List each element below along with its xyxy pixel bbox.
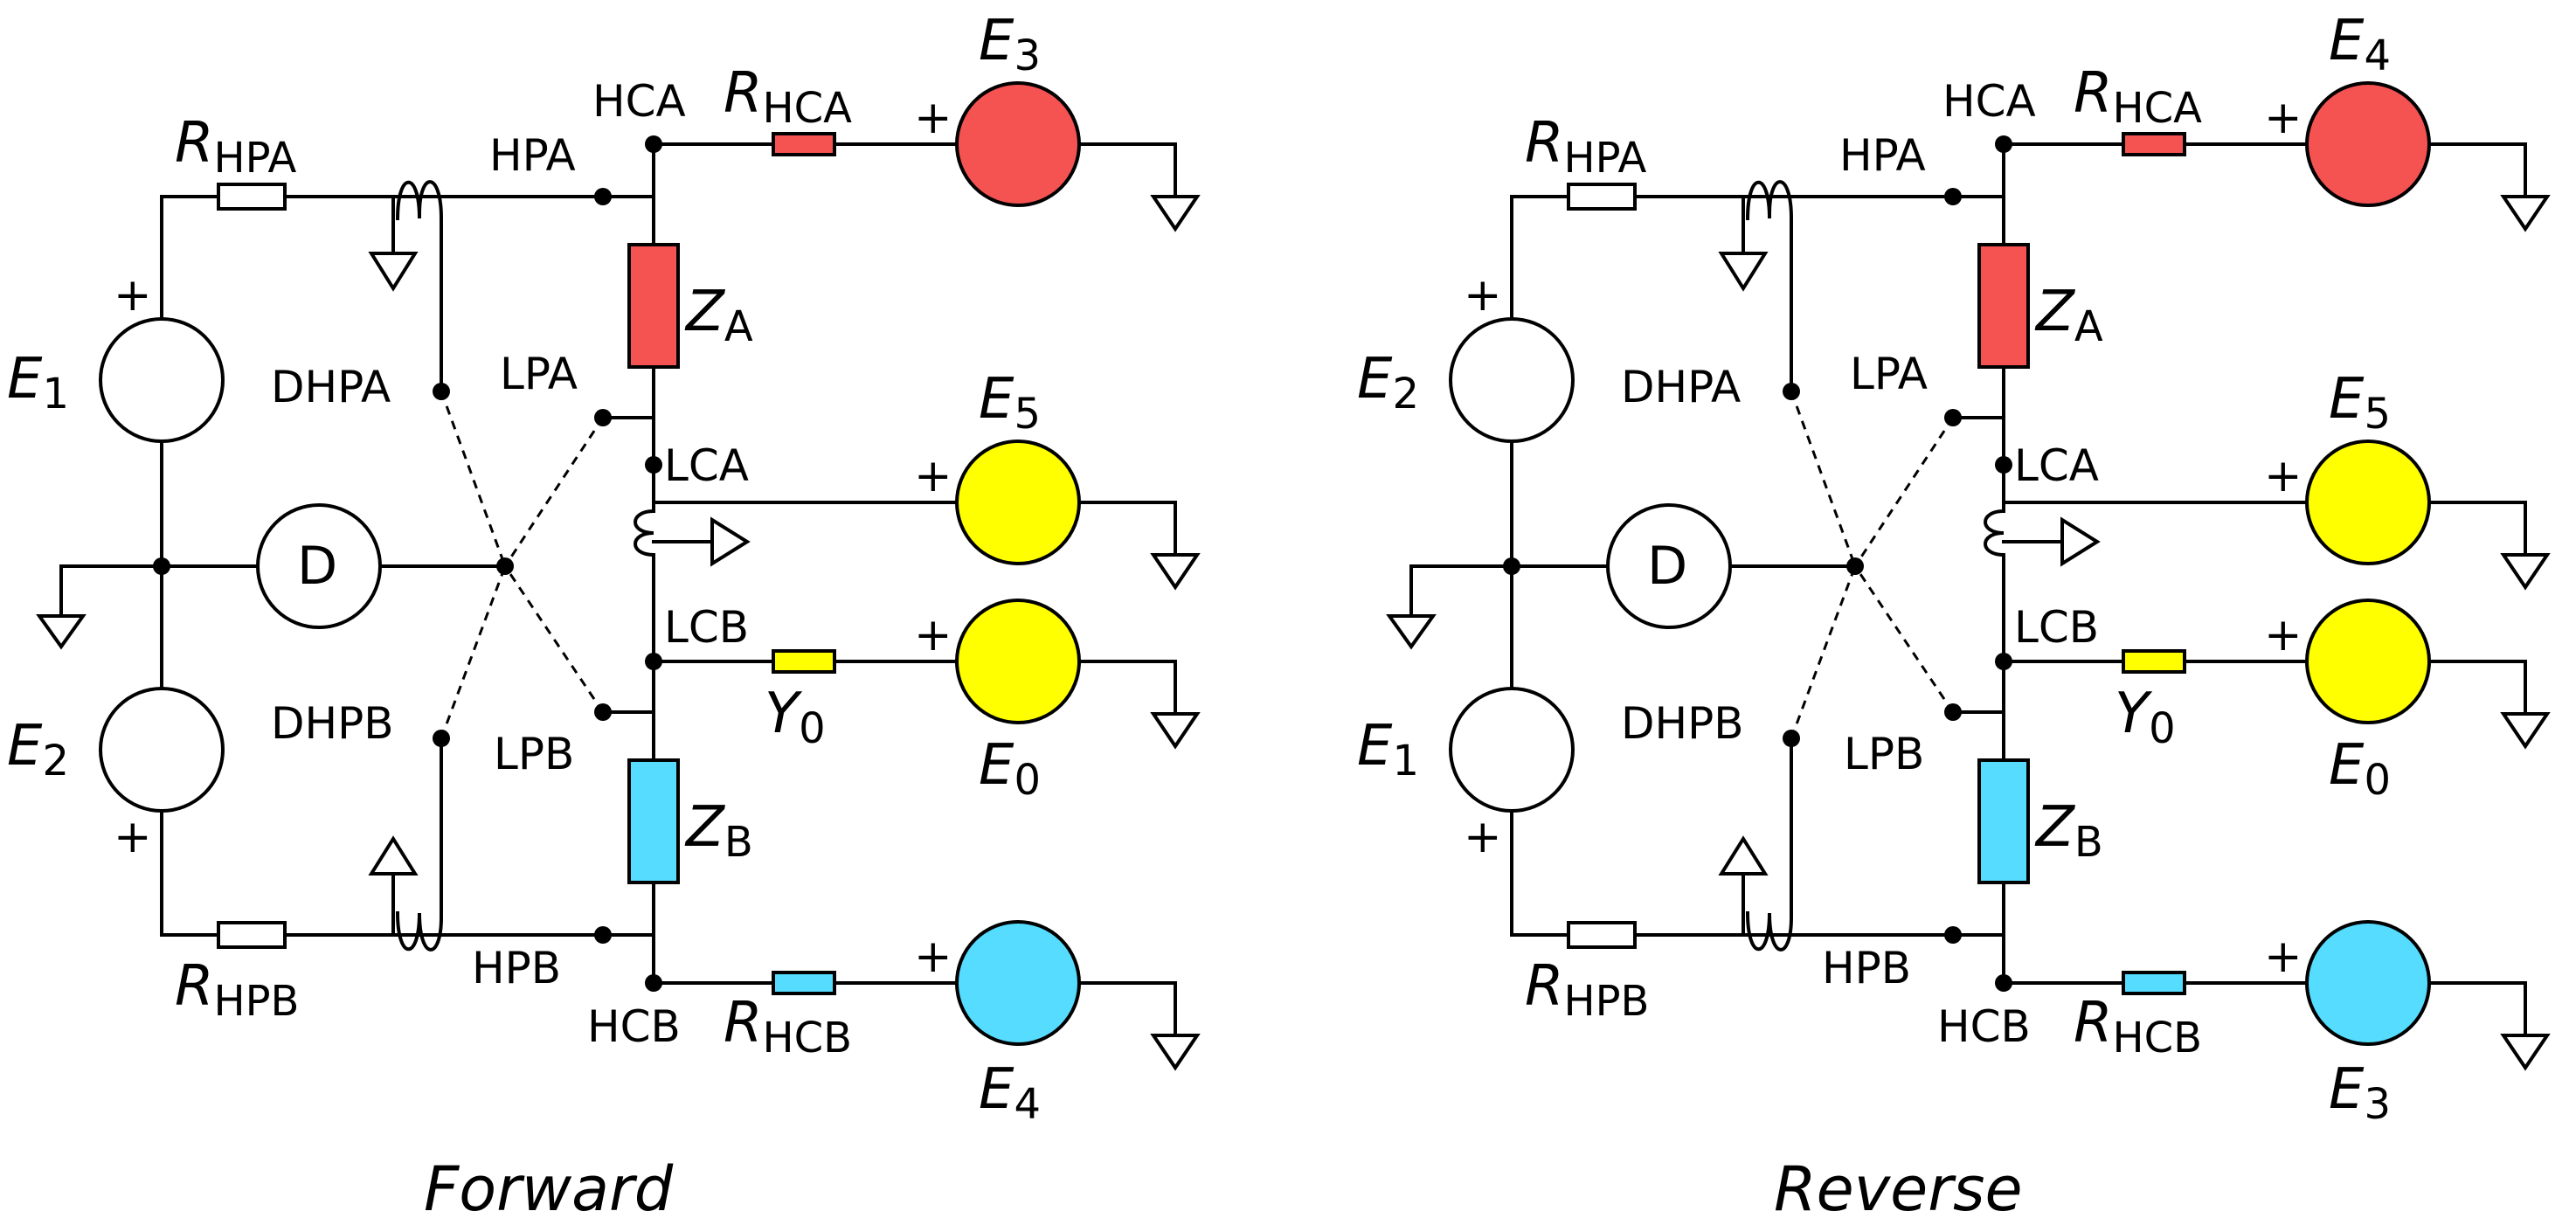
- reverse-caption: Reverse: [1774, 1153, 2023, 1225]
- forward-panel: RHPA RHPB + + E1 E2 D DHPA DHPB HPA HCA …: [7, 9, 1199, 1225]
- lcb-label: LCB: [664, 602, 749, 653]
- r-hpa-label: RHPA: [175, 111, 296, 183]
- plus-red-source: +: [914, 92, 952, 144]
- plus-cyan-source: +: [2264, 931, 2302, 983]
- hcb-label: HCB: [1937, 1001, 2031, 1052]
- plus-top-source: +: [114, 269, 152, 322]
- reverse-panel: RHPA RHPB + + E2 E1 D DHPA DHPB HPA HCA …: [1357, 9, 2549, 1225]
- source-red-label: E3: [979, 9, 1041, 80]
- r-hca-label: RHCA: [724, 61, 852, 133]
- y0-label: Y0: [2115, 682, 2176, 753]
- za-label: ZA: [684, 280, 753, 351]
- lca-label: LCA: [2014, 440, 2099, 491]
- source-top-label: E1: [7, 347, 69, 419]
- lpa-label: LPA: [500, 349, 578, 399]
- dhpa-label: DHPA: [1621, 362, 1741, 412]
- source-yellow-top-label: E5: [2329, 367, 2391, 439]
- hpb-label: HPB: [1822, 943, 1911, 993]
- plus-top-source: +: [1464, 269, 1502, 322]
- source-yellow-bottom-label: E0: [2329, 733, 2391, 805]
- source-red-label: E4: [2329, 9, 2391, 80]
- plus-bottom-source: +: [114, 811, 152, 863]
- y0-label: Y0: [765, 682, 826, 753]
- plus-red-source: +: [2264, 92, 2302, 144]
- zb-label: ZB: [684, 795, 753, 867]
- r-hca-label: RHCA: [2074, 61, 2202, 133]
- source-top-label: E2: [1357, 347, 1419, 419]
- hcb-label: HCB: [587, 1001, 681, 1052]
- r-hpb-label: RHPB: [1525, 954, 1649, 1026]
- plus-yellow-bottom-source: +: [914, 609, 952, 661]
- plus-cyan-source: +: [914, 931, 952, 983]
- lpb-label: LPB: [1844, 729, 1924, 779]
- r-hcb-label: RHCB: [724, 991, 852, 1062]
- source-cyan-label: E4: [979, 1057, 1041, 1129]
- lpa-label: LPA: [1850, 349, 1928, 399]
- plus-bottom-source: +: [1464, 811, 1502, 863]
- plus-yellow-top-source: +: [2264, 450, 2302, 502]
- hpa-label: HPA: [1839, 130, 1926, 181]
- forward-caption: Forward: [424, 1153, 674, 1225]
- source-yellow-bottom-label: E0: [979, 733, 1041, 805]
- r-hpa-label: RHPA: [1525, 111, 1646, 183]
- lcb-label: LCB: [2014, 602, 2099, 653]
- hca-label: HCA: [592, 76, 686, 127]
- r-hpb-label: RHPB: [175, 954, 299, 1026]
- dhpb-label: DHPB: [1621, 698, 1744, 749]
- source-bottom-label: E2: [7, 714, 69, 786]
- plus-yellow-top-source: +: [914, 450, 952, 502]
- zb-label: ZB: [2034, 795, 2103, 867]
- source-bottom-label: E1: [1357, 714, 1419, 786]
- hpa-label: HPA: [489, 130, 576, 181]
- lpb-label: LPB: [494, 729, 574, 779]
- d-label: D: [297, 536, 337, 597]
- hpb-label: HPB: [472, 943, 561, 993]
- plus-yellow-bottom-source: +: [2264, 609, 2302, 661]
- d-label: D: [1647, 536, 1687, 597]
- r-hcb-label: RHCB: [2074, 991, 2202, 1062]
- hca-label: HCA: [1942, 76, 2036, 127]
- za-label: ZA: [2034, 280, 2103, 351]
- source-yellow-top-label: E5: [979, 367, 1041, 439]
- lca-label: LCA: [664, 440, 749, 491]
- source-cyan-label: E3: [2329, 1057, 2391, 1129]
- dhpb-label: DHPB: [271, 698, 394, 749]
- dhpa-label: DHPA: [271, 362, 391, 412]
